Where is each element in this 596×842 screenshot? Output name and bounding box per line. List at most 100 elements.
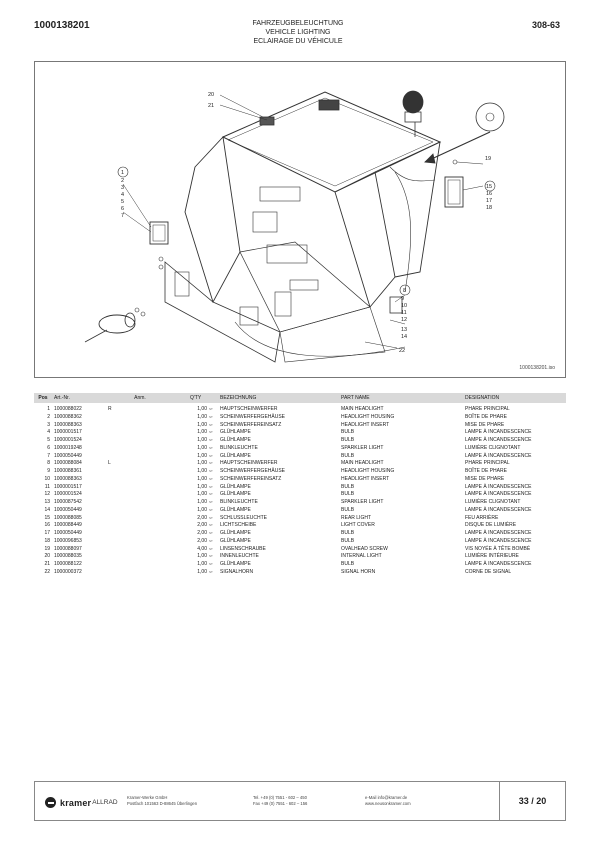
- row-bezeichnung: LINSENSCHRAUBE: [220, 545, 266, 552]
- callout-20: 20: [208, 92, 214, 98]
- row-bezeichnung: GLÜHLAMPE: [220, 537, 251, 544]
- row-article: 1000001517: [54, 429, 82, 436]
- callout-12: 12: [401, 317, 407, 323]
- row-bezeichnung: GLÜHLAMPE: [220, 483, 251, 490]
- row-pos: 20: [44, 553, 50, 560]
- email-text: e-Mail info@kramer.de: [365, 795, 408, 800]
- row-bezeichnung: SCHEINWERFERGEHÄUSE: [220, 468, 286, 474]
- callout-11: 11: [401, 310, 407, 316]
- qty-unit: ST: [209, 422, 213, 427]
- qty-value: 1,00: [197, 468, 207, 474]
- logo-suffix: ALLRAD: [92, 799, 118, 806]
- row-pos: 4: [47, 429, 50, 436]
- qty-value: 1,00: [197, 429, 207, 436]
- row-pos: 12: [44, 491, 50, 498]
- row-note: R: [108, 406, 112, 412]
- row-article: 1000050449: [54, 506, 82, 513]
- qty-value: 1,00: [197, 491, 207, 498]
- website-text: www.neusonkramer.com: [365, 801, 411, 806]
- row-pos: 3: [47, 421, 50, 428]
- callout-16: 16: [486, 191, 492, 197]
- qty-value: 1,00: [197, 413, 207, 420]
- row-designation: LUMIÈRE CLIGNOTANT: [465, 444, 521, 451]
- row-part-name: BULB: [341, 452, 355, 459]
- row-bezeichnung: HAUPTSCHEINWERFER: [220, 460, 278, 467]
- qty-unit: ST: [209, 430, 213, 435]
- row-pos: 7: [47, 452, 50, 459]
- header-article: Art.-Nr.: [52, 393, 92, 403]
- row-bezeichnung: BLINKLEUCHTE: [220, 444, 258, 451]
- row-designation: PHARE PRINCIPAL: [465, 460, 510, 467]
- qty-value: 1,00: [197, 568, 207, 575]
- qty-unit: ST: [209, 461, 213, 466]
- row-note: [92, 546, 188, 554]
- qty-unit: ST: [209, 500, 213, 504]
- row-note: [92, 429, 188, 437]
- qty-unit: ST: [209, 484, 213, 489]
- callout-5: 5: [121, 199, 124, 205]
- row-bezeichnung: SCHEINWERFEREINSATZ: [220, 421, 282, 428]
- header-note: Anm.: [92, 393, 188, 403]
- row-part-name: HEADLIGHT HOUSING: [341, 468, 395, 474]
- header-bezeichnung: BEZEICHNUNG: [218, 393, 339, 403]
- row-part-name: BULB: [341, 561, 355, 567]
- row-note: [92, 422, 188, 430]
- qty-unit: ST: [209, 453, 213, 458]
- row-designation: CORNE DE SIGNAL: [465, 568, 512, 575]
- row-bezeichnung: SCHEINWERFEREINSATZ: [220, 475, 282, 482]
- qty-unit: ST: [209, 438, 213, 442]
- callout-22: 22: [399, 348, 405, 354]
- row-article: 1000088097: [54, 545, 82, 552]
- row-designation: FEU ARRIÈRE: [465, 514, 499, 521]
- title-french: ECLAIRAGE DU VÉHICULE: [253, 38, 343, 45]
- qty-unit: ST: [209, 546, 213, 551]
- row-note: [92, 530, 188, 538]
- qty-value: 1,00: [197, 561, 207, 567]
- row-note: [92, 561, 188, 569]
- row-article: 1000050449: [54, 530, 82, 536]
- row-bezeichnung: GLÜHLAMPE: [220, 491, 251, 498]
- qty-unit: ST: [209, 531, 213, 535]
- row-part-name: BULB: [341, 429, 355, 436]
- row-pos: 14: [44, 506, 50, 513]
- cab-frame-right: [334, 171, 396, 308]
- row-bezeichnung: SCHEINWERFERGEHÄUSE: [220, 413, 286, 420]
- row-note: [92, 484, 188, 492]
- row-part-name: SPARKLER LIGHT: [341, 444, 384, 451]
- row-article: 1000088085: [54, 514, 82, 521]
- row-pos: 2: [47, 413, 50, 420]
- qty-unit: ST: [209, 414, 213, 419]
- row-pos: 9: [47, 468, 50, 474]
- contact-web: e-Mail info@kramer.de www.neusonkramer.c…: [365, 795, 411, 807]
- parts-table: Pos Art.-Nr. Anm. Q'TY BEZEICHNUNG PART …: [34, 393, 566, 577]
- row-designation: MISE DE PHARE: [465, 475, 505, 482]
- row-part-name: BULB: [341, 537, 355, 544]
- row-article: 1000087542: [54, 499, 82, 505]
- callout-4: 4: [121, 192, 124, 198]
- row-bezeichnung: GLÜHLAMPE: [220, 506, 251, 513]
- row-article: 1000050449: [54, 452, 82, 459]
- row-note: [92, 468, 188, 476]
- header-pos: Pos: [34, 393, 52, 403]
- row-article: 1000096853: [54, 537, 82, 544]
- drawing-file-reference: 1000138201.iso: [519, 365, 555, 371]
- cab-frame-left: [184, 136, 241, 304]
